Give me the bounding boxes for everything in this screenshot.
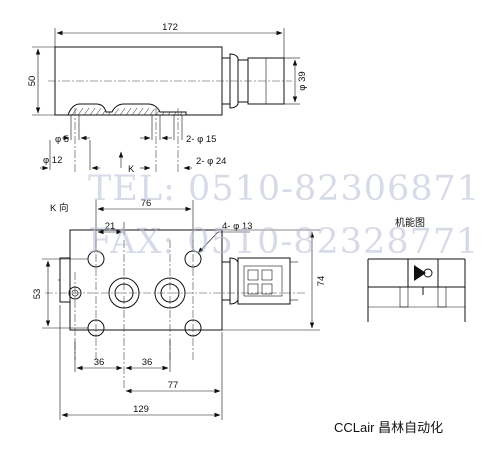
dim-129: 129 xyxy=(59,305,223,420)
dim-129-text: 129 xyxy=(133,404,149,415)
dim-53-text: 53 xyxy=(32,289,43,300)
brand-caption: CCLair 昌林自动化 xyxy=(334,420,443,435)
dim-d12-text: φ 12 xyxy=(43,155,62,166)
dim-2x-d15: 2- φ 15 xyxy=(140,134,216,145)
section-k-marker: K xyxy=(118,151,135,175)
dim-2x-d24: 2- φ 24 xyxy=(140,156,226,171)
dim-74: 74 xyxy=(222,229,327,331)
dim-53: 53 xyxy=(32,258,88,329)
dim-d39-text: φ 39 xyxy=(297,71,308,90)
dim-50-text: 50 xyxy=(27,76,38,87)
dim-21: 21 xyxy=(97,221,125,235)
dim-172-text: 172 xyxy=(162,22,178,33)
dim-4x-d13: 4- φ 13 xyxy=(197,221,252,254)
dim-36a-text: 36 xyxy=(94,357,105,368)
k-view: K 向 xyxy=(32,198,327,420)
function-diagram: 机能图 xyxy=(367,216,466,322)
dim-4x-d13-text: 4- φ 13 xyxy=(222,221,252,232)
dim-74-text: 74 xyxy=(316,276,327,287)
watermark: TEL: 0510-82306871 FAX: 0510-82328771 xyxy=(88,169,480,262)
dim-2x-d24-text: 2- φ 24 xyxy=(196,156,226,167)
dim-76-text: 76 xyxy=(141,198,152,209)
function-diagram-title: 机能图 xyxy=(395,216,425,229)
dim-172: 172 xyxy=(54,22,285,58)
watermark-tel: TEL: 0510-82306871 xyxy=(88,169,480,209)
dim-76: 76 xyxy=(95,198,194,250)
dim-36b-text: 36 xyxy=(142,357,153,368)
check-valve-icon xyxy=(414,265,426,281)
dim-77-text: 77 xyxy=(168,380,179,391)
dim-36-36: 36 36 xyxy=(74,340,171,372)
dim-d5-text: φ 5 xyxy=(55,134,69,145)
k-connector xyxy=(221,257,298,305)
k-holes xyxy=(68,250,202,337)
dim-d39: φ 39 xyxy=(284,57,308,105)
dim-21-text: 21 xyxy=(105,221,116,232)
top-view: 172 50 φ 39 φ 5 2- φ 15 xyxy=(27,22,308,175)
watermark-fax: FAX: 0510-82328771 xyxy=(88,222,479,262)
section-k-text: K xyxy=(128,164,135,175)
dim-2x-d15-text: 2- φ 15 xyxy=(186,134,216,145)
dim-50: 50 xyxy=(27,46,55,116)
view-k-label: K 向 xyxy=(50,202,68,214)
dim-d12: φ 12 xyxy=(40,140,100,171)
dim-77: 77 xyxy=(125,332,223,395)
dim-d5: φ 5 xyxy=(55,134,90,145)
